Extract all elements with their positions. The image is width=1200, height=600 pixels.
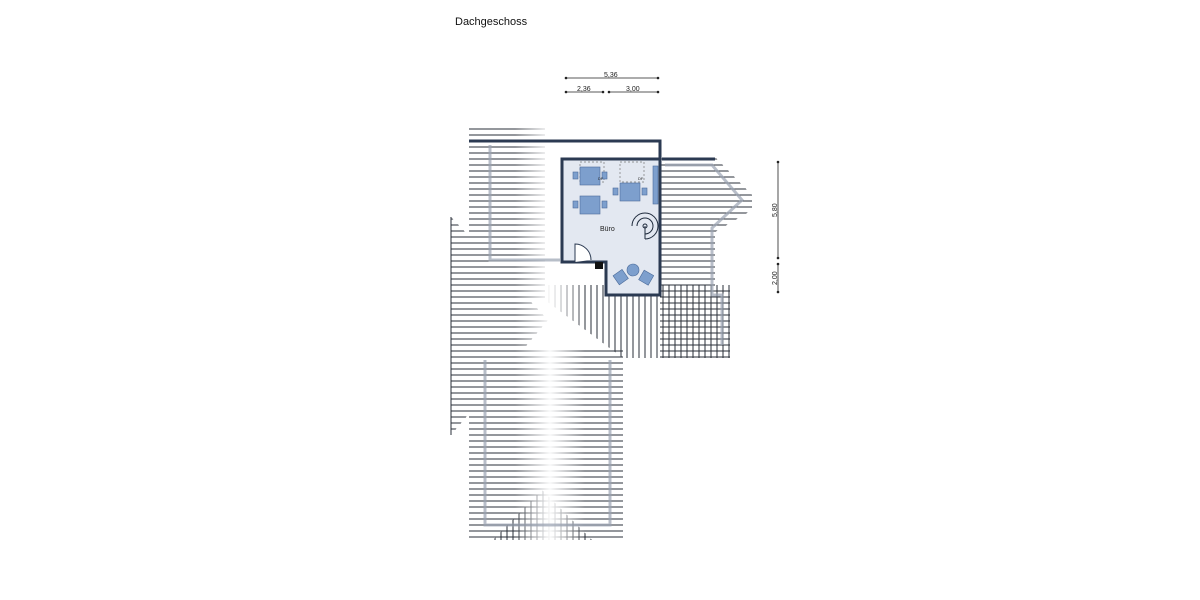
desk-group bbox=[572, 165, 659, 215]
dimension-lines bbox=[566, 77, 779, 292]
roof bbox=[450, 120, 752, 550]
room-label: Büro bbox=[600, 226, 615, 233]
door[interactable] bbox=[574, 243, 592, 262]
floor-title: Dachgeschoss bbox=[455, 16, 528, 28]
skylight-label: DF bbox=[598, 176, 604, 181]
dim-top-right: 3,00 bbox=[626, 86, 640, 93]
dimension-endpoints bbox=[564, 76, 780, 294]
skylight bbox=[619, 161, 645, 183]
wall-extension bbox=[469, 139, 662, 158]
lounge-seating bbox=[612, 263, 655, 286]
roof-middle-valley bbox=[545, 285, 730, 358]
room-buero[interactable]: DF DF Büro bbox=[469, 139, 715, 297]
spiral-staircase bbox=[631, 212, 659, 240]
dim-top-left: 2,36 bbox=[577, 86, 591, 93]
chimney bbox=[595, 262, 603, 269]
roof-left-wing bbox=[451, 217, 548, 435]
dim-right-lower: 2,00 bbox=[772, 271, 779, 285]
dim-top-total: 5,36 bbox=[604, 72, 618, 79]
dim-right-upper: 5,80 bbox=[772, 203, 779, 217]
skylight-label: DF bbox=[638, 176, 644, 181]
roof-eave-outline bbox=[483, 145, 745, 527]
